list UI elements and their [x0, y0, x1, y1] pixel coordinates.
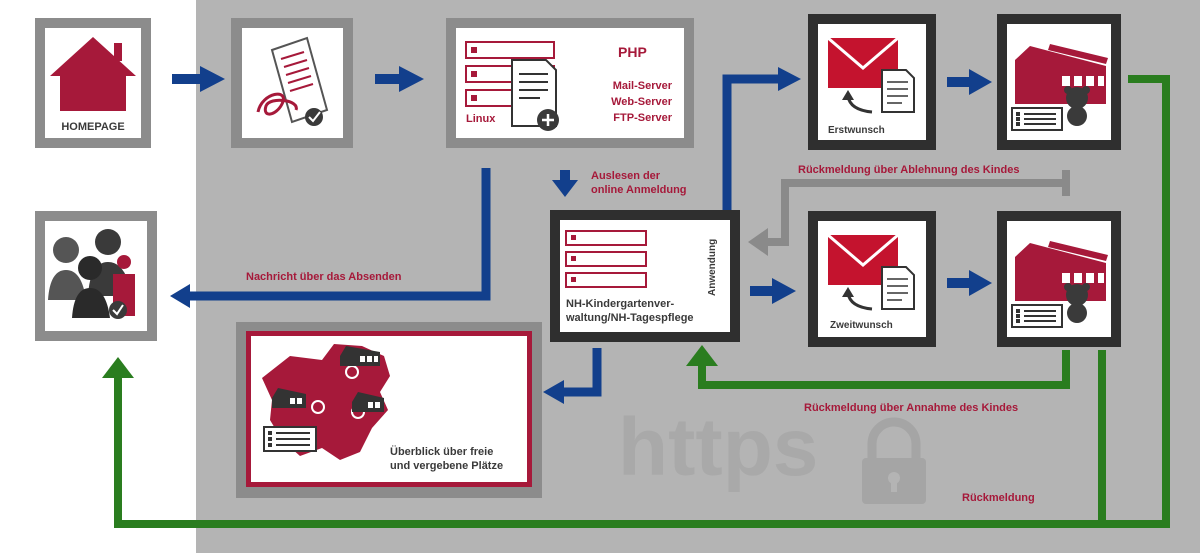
application-side-label: Anwendung [707, 238, 718, 296]
linux-label: Linux [466, 113, 496, 125]
server-box [446, 18, 694, 148]
arrow-app-first-head [778, 67, 801, 91]
form-document-box [231, 18, 353, 148]
read-label-line2: online Anmeldung [591, 184, 687, 196]
kindergarten-icon-2 [1011, 241, 1108, 328]
application-name-line1: NH-Kindergartenver- [566, 298, 675, 310]
watermark-text: https [618, 402, 818, 493]
gray-arrowhead [748, 228, 768, 256]
message-sent-label: Nachricht über das Absenden [246, 271, 402, 283]
arrow-doc-server-shaft [375, 74, 401, 84]
mail-icon-2 [827, 233, 915, 311]
arrow-second-kita-head [969, 270, 992, 296]
arrow-app-second-shaft [750, 286, 774, 296]
kindergarten-box-2 [997, 211, 1121, 347]
homepage-label: HOMEPAGE [61, 121, 125, 133]
ftp-server-label: FTP-Server [613, 112, 672, 124]
arrow-message-head [170, 284, 190, 308]
kindergarten-icon [1011, 44, 1108, 131]
house-icon [50, 37, 136, 111]
application-box [550, 210, 740, 342]
district-map-icon [262, 344, 390, 460]
green-arrowhead-left [102, 357, 134, 378]
first-choice-box [808, 14, 936, 150]
mail-icon [827, 36, 915, 114]
arrow-overview-line [562, 348, 602, 397]
arrow-first-kita-shaft [947, 77, 971, 87]
parents-info-box [35, 211, 157, 341]
arrow-app-second-head [772, 278, 796, 304]
green-acceptance-line [698, 350, 1070, 389]
rejection-label: Rückmeldung über Ablehnung des Kindes [798, 164, 1020, 176]
arrow-home-doc-head [200, 66, 225, 92]
database-rack-icon [565, 230, 647, 288]
arrow-message-line [190, 168, 491, 301]
first-choice-label: Erstwunsch [828, 125, 885, 136]
web-server-label: Web-Server [611, 96, 672, 108]
arrow-read-shaft [560, 170, 570, 182]
green-feedback-line [114, 75, 1170, 528]
application-name-line2: waltung/NH-Tagespflege [566, 312, 694, 324]
mail-server-label: Mail-Server [612, 80, 672, 92]
add-document-icon [511, 59, 559, 131]
gray-rejection-connector [768, 170, 1070, 246]
arrow-second-kita-shaft [947, 278, 971, 288]
arrow-app-first-line [722, 74, 780, 210]
overview-label-line2: und vergebene Plätze [390, 460, 504, 472]
lock-icon [862, 417, 926, 504]
arrow-first-kita-head [969, 69, 992, 95]
arrow-doc-server-head [399, 66, 424, 92]
feedback-label: Rückmeldung [962, 492, 1035, 504]
second-choice-label: Zweitwunsch [830, 320, 893, 331]
arrow-read-head [552, 180, 578, 197]
green-connectors [114, 75, 1170, 528]
second-choice-box [808, 211, 936, 347]
overview-box [236, 322, 542, 498]
signed-document-icon [256, 36, 329, 126]
overview-label-line1: Überblick über freie [390, 446, 494, 458]
php-label: PHP [618, 44, 647, 60]
acceptance-label: Rückmeldung über Annahme des Kindes [804, 402, 1019, 414]
kindergarten-box-1 [997, 14, 1121, 150]
homepage-box [35, 18, 151, 148]
arrow-overview-head [543, 380, 564, 404]
arrow-home-doc-shaft [172, 74, 202, 84]
green-arrowhead-app [686, 345, 718, 366]
people-info-icon [48, 229, 135, 319]
read-label-line1: Auslesen der [591, 170, 661, 182]
